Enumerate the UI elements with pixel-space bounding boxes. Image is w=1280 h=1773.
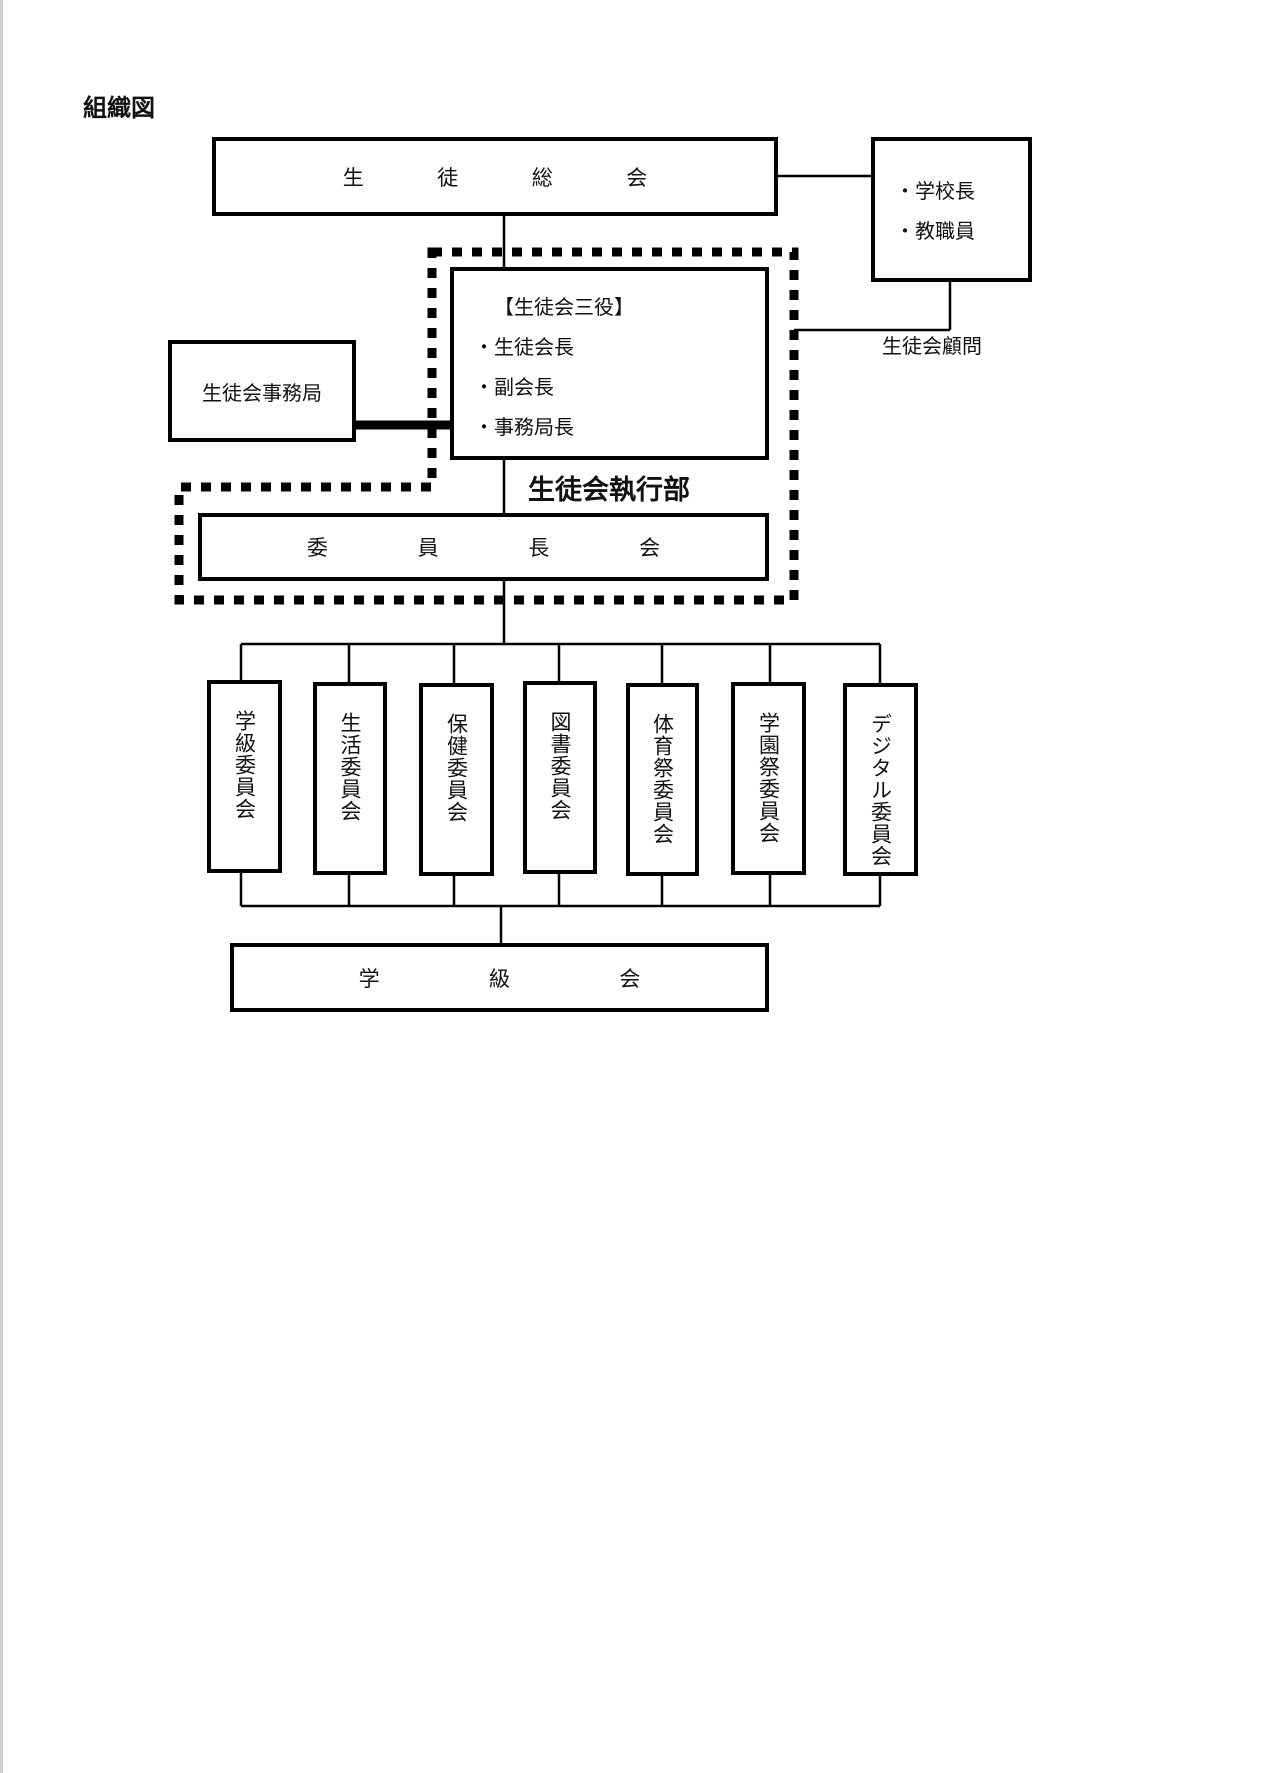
char: 員 (417, 536, 439, 560)
chairs-council-box: 委 員 長 会 (198, 513, 769, 581)
char: 会 (639, 536, 661, 560)
officer-item: ・事務局長 (474, 415, 574, 439)
char: 会 (626, 165, 648, 190)
committee-label: 学級委員会 (232, 710, 257, 820)
char: 徒 (437, 165, 459, 190)
general-assembly-box: 生 徒 総 会 (212, 137, 778, 216)
officers-box: 【生徒会三役】 ・生徒会長 ・副会長 ・事務局長 (450, 267, 769, 460)
char: 級 (488, 966, 510, 991)
advisor-label: 生徒会顧問 (882, 334, 982, 358)
page-edge (0, 0, 3, 1773)
char: 総 (531, 165, 553, 190)
executive-label: 生徒会執行部 (528, 475, 690, 506)
committee-label: 図書委員会 (548, 711, 572, 821)
secretariat-label: 生徒会事務局 (202, 380, 322, 405)
officer-item: ・生徒会長 (474, 335, 574, 359)
staff-box: ・学校長 ・教職員 (871, 137, 1032, 282)
page-title: 組織図 (83, 94, 155, 122)
char: 生 (342, 165, 364, 190)
staff-item: ・学校長 (895, 179, 975, 203)
committee-box: 生活委員会 (313, 682, 387, 875)
executive-dotted-border (174, 247, 799, 605)
committee-box: 保健委員会 (419, 683, 494, 876)
committee-box: 学級委員会 (207, 680, 282, 873)
committee-label: デジタル委員会 (868, 713, 893, 867)
committee-box: 図書委員会 (523, 681, 597, 874)
committee-label: 保健委員会 (444, 713, 469, 823)
officers-heading: 【生徒会三役】 (494, 295, 634, 319)
staff-item: ・教職員 (895, 219, 975, 243)
char: 委 (306, 536, 328, 560)
committee-box: 学園祭委員会 (731, 682, 806, 875)
committee-box: デジタル委員会 (843, 683, 918, 876)
char: 会 (619, 966, 641, 991)
committee-label: 学園祭委員会 (756, 712, 781, 844)
committee-label: 生活委員会 (338, 712, 362, 822)
committee-label: 体育祭委員会 (650, 713, 675, 845)
char: 長 (528, 536, 550, 560)
officer-item: ・副会長 (474, 375, 554, 399)
char: 学 (358, 966, 380, 991)
committee-box: 体育祭委員会 (626, 683, 699, 876)
class-council-box: 学 級 会 (230, 943, 769, 1012)
secretariat-box: 生徒会事務局 (168, 340, 356, 442)
